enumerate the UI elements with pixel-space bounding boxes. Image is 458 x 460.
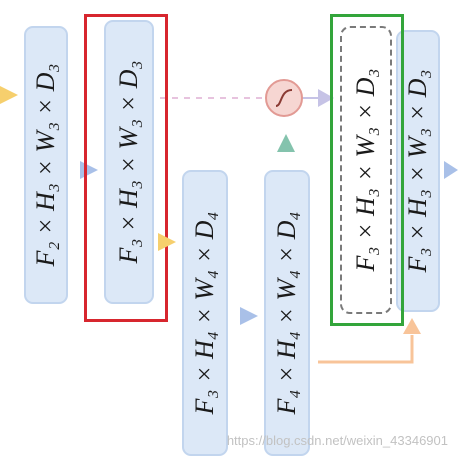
block-4-label: F₄ × H₄ × W₄ × D₄ — [272, 211, 301, 415]
block-1-label: F₂ × H₃ × W₃ × D₃ — [31, 63, 60, 267]
block-2: F₃ × H₃ × W₃ × D₃ — [104, 20, 154, 304]
red-highlight-box — [84, 14, 168, 322]
block-3: F₃ × H₄ × W₄ × D₄ — [182, 170, 228, 456]
block-5: F₃ × H₃ × W₃ × D₃ — [340, 26, 392, 314]
outgoing-blue-arrow — [444, 161, 458, 179]
block-6-label: F₃ × H₃ × W₃ × D₃ — [403, 69, 432, 273]
arrow-block3-to-block4 — [240, 307, 258, 325]
sigmoid-curve — [275, 89, 293, 107]
arrow-block4-to-operator — [277, 134, 295, 152]
block-4: F₄ × H₄ × W₄ × D₄ — [264, 170, 310, 456]
incoming-yellow-arrow — [0, 86, 18, 104]
sigmoid-circle-icon — [265, 79, 303, 117]
block-1: F₂ × H₃ × W₃ × D₃ — [24, 26, 68, 304]
green-highlight-box — [330, 14, 404, 326]
arrow-block2-to-block3 — [158, 233, 176, 251]
arrow-orange-into-block6 — [403, 318, 421, 334]
watermark-text: https://blog.csdn.net/weixin_43346901 — [226, 433, 448, 448]
block-3-label: F₃ × H₄ × W₄ × D₄ — [190, 211, 219, 415]
orange-elbow-connector — [318, 335, 414, 364]
